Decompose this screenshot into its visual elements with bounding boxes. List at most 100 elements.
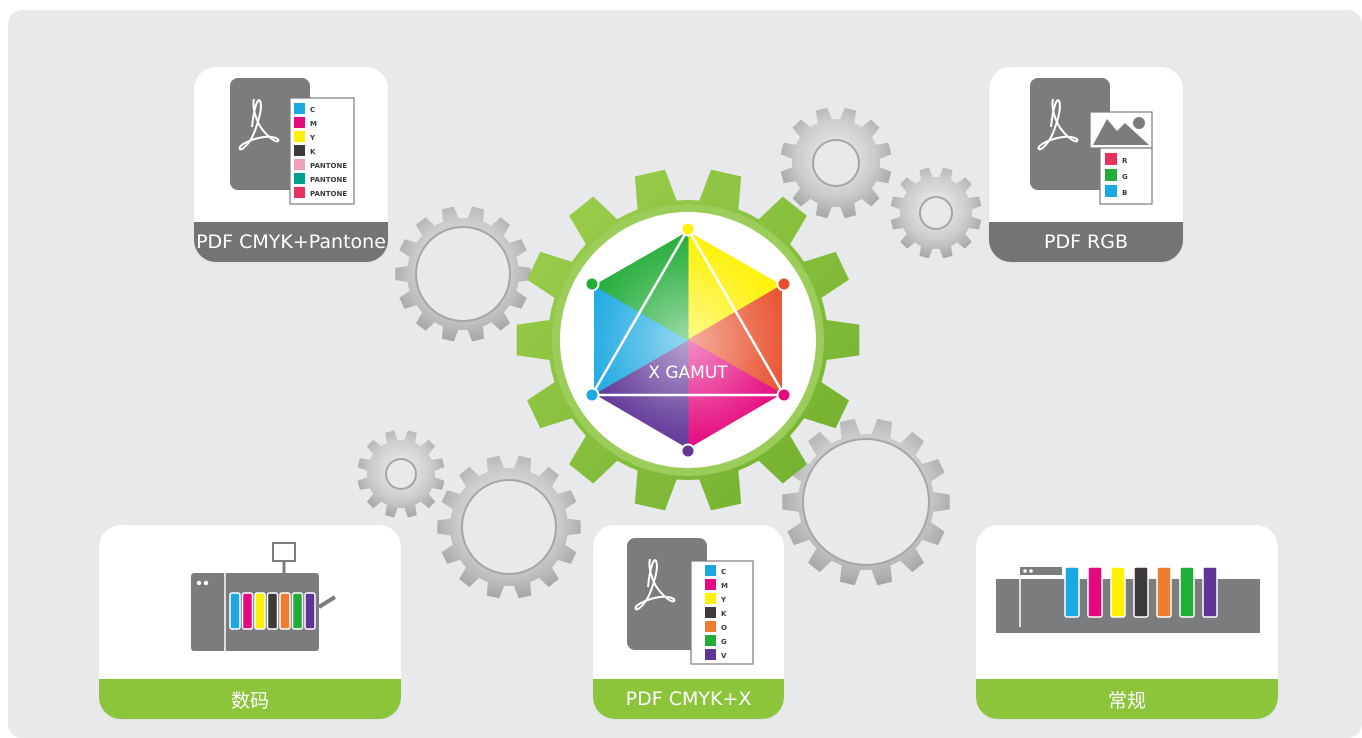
- swatch-chart: [690, 560, 754, 665]
- press-feeder-top: [1020, 567, 1062, 575]
- card-digital[interactable]: 数码: [99, 525, 401, 719]
- color-swatch: [705, 607, 716, 618]
- color-swatch: [1105, 153, 1117, 165]
- ink-cartridge: [229, 592, 241, 630]
- swatch-label: Y: [720, 596, 727, 604]
- swatch-label: C: [721, 568, 726, 576]
- indicator-light: [203, 580, 209, 586]
- pdf-icon: [1037, 98, 1079, 151]
- indicator-light: [1023, 569, 1027, 573]
- gear-hole: [921, 198, 951, 228]
- ink-cartridge: [1202, 566, 1218, 618]
- color-swatch: [1105, 185, 1117, 197]
- gear-hole: [463, 481, 555, 573]
- pdf-icon: [634, 558, 676, 611]
- color-swatch: [294, 131, 305, 142]
- offset-press-illustration: [996, 566, 1260, 633]
- ink-cartridge: [1064, 566, 1080, 618]
- pdf-document-shape: [627, 538, 707, 650]
- swatch-label: V: [721, 652, 727, 660]
- swatch-label: O: [721, 624, 727, 632]
- ink-cartridge: [291, 592, 304, 630]
- card-label: PDF RGB: [989, 222, 1183, 262]
- color-swatch: [1105, 169, 1117, 181]
- pdf-document-shape: [1030, 78, 1110, 190]
- card-label: PDF CMYK+X: [593, 679, 784, 719]
- card-label: 数码: [99, 679, 401, 719]
- center-label: X GAMUT: [648, 363, 728, 383]
- pdf-document-illustration: RGB: [1030, 78, 1153, 205]
- swatch-label: C: [310, 106, 315, 114]
- color-swatch: [294, 173, 305, 184]
- gear-icon: [782, 418, 950, 586]
- swatch-label: R: [1122, 157, 1128, 165]
- swatch-label: Y: [309, 134, 316, 142]
- ink-cartridge: [1179, 566, 1195, 618]
- image-icon: [1093, 119, 1149, 145]
- swatch-label: G: [1122, 173, 1128, 181]
- color-swatch: [705, 565, 716, 576]
- gear-hole: [387, 460, 415, 488]
- output-tray: [317, 595, 337, 609]
- swatch-label: G: [721, 638, 727, 646]
- press-base: [996, 627, 1260, 633]
- gear-hole: [814, 141, 858, 185]
- gamut-vertex-dot: [776, 387, 792, 403]
- digital-press-illustration: [191, 542, 337, 651]
- gear-hole: [804, 440, 928, 564]
- gamut-vertex-dot: [680, 221, 696, 237]
- color-swatch: [705, 593, 716, 604]
- ink-cartridge: [1156, 566, 1172, 618]
- ink-cartridge: [241, 592, 254, 630]
- ink-cartridge: [1133, 566, 1149, 618]
- press-body: [996, 579, 1260, 627]
- gear-icon: [437, 455, 581, 599]
- color-swatch: [294, 145, 305, 156]
- ink-cartridge: [1087, 566, 1103, 618]
- color-swatch: [294, 187, 305, 198]
- swatch-label: PANTONE: [310, 162, 347, 170]
- ink-cartridge: [266, 592, 279, 630]
- gear-icon: [395, 206, 531, 342]
- pdf-icon: [238, 98, 280, 151]
- card-conventional[interactable]: 常规: [976, 525, 1278, 719]
- swatch-label: M: [721, 582, 728, 590]
- sun-icon: [1133, 117, 1145, 129]
- card-label: 常规: [976, 679, 1278, 719]
- gamut-vertex-dot: [584, 387, 600, 403]
- ink-cartridge: [279, 592, 291, 630]
- center-gear-icon: X GAMUT: [516, 169, 860, 511]
- color-swatch: [294, 159, 305, 170]
- gear-hole: [417, 228, 509, 320]
- gamut-triangle: [589, 226, 787, 397]
- swatch-label: M: [310, 120, 317, 128]
- indicator-light: [196, 580, 202, 586]
- color-swatch: [294, 103, 305, 114]
- swatch-label: K: [721, 610, 727, 618]
- swatch-label: PANTONE: [310, 190, 347, 198]
- swatch-label: PANTONE: [310, 176, 347, 184]
- ink-cartridge: [304, 592, 316, 630]
- color-swatch: [705, 621, 716, 632]
- gamut-vertex-dot: [584, 276, 600, 292]
- gear-icon: [890, 167, 982, 259]
- gear-icon: [780, 107, 892, 219]
- color-swatch: [705, 579, 716, 590]
- indicator-light: [1029, 569, 1033, 573]
- ink-cartridge: [254, 592, 266, 630]
- card-label: PDF CMYK+Pantone: [194, 222, 388, 262]
- ink-cartridge: [1110, 566, 1126, 618]
- color-swatch: [294, 117, 305, 128]
- swatch-label: B: [1122, 189, 1127, 197]
- gear-icon: [357, 430, 445, 518]
- monitor-icon: [272, 542, 296, 562]
- gamut-vertex-dot: [776, 276, 792, 292]
- color-swatch: [705, 649, 716, 660]
